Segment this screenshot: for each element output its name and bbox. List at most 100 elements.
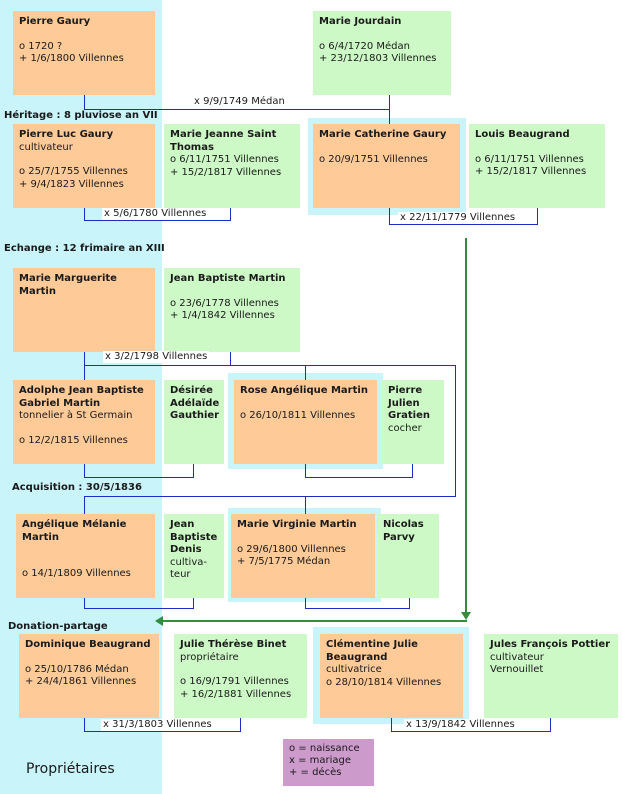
marriage-label: x 31/3/1803 Villennes xyxy=(101,719,214,731)
person-pierre-gaury: Pierre Gaury o 1720 ? + 1/6/1800 Villenn… xyxy=(13,11,155,95)
person-name: Marie Virginie Martin xyxy=(237,519,357,530)
person-name: Pierre Gaury xyxy=(19,16,91,27)
death-info: + 15/2/1817 Villennes xyxy=(170,166,282,178)
person-name: Marie Jeanne Saint Thomas xyxy=(170,129,277,153)
descent-line xyxy=(455,365,456,497)
person-name: Clémentine Julie Beaugrand xyxy=(326,639,418,663)
legend-death: + = décès xyxy=(289,767,342,778)
person-name: Jean Baptiste Denis xyxy=(170,519,218,555)
marriage-line xyxy=(84,608,194,609)
marriage-line xyxy=(412,464,413,478)
residence: Vernouillet xyxy=(490,664,544,675)
person-clementine-beaugrand: Clémentine Julie Beaugrand cultivatrice … xyxy=(320,634,463,718)
birth-info: o 25/10/1786 Médan xyxy=(25,663,129,675)
person-angelique-melanie: Angélique Mélanie Martin o 14/1/1809 Vil… xyxy=(16,514,155,598)
legend-birth: o = naissance xyxy=(289,743,360,754)
occupation: cultivateur xyxy=(19,141,73,153)
section-acquisition: Acquisition : 30/5/1836 xyxy=(12,482,142,493)
person-name: Julie Thérèse Binet xyxy=(180,639,287,650)
person-name: Dominique Beaugrand xyxy=(25,639,151,650)
person-desiree: Désirée Adélaïde Gauthier xyxy=(164,380,224,464)
death-info: + 24/4/1861 Villennes xyxy=(25,676,137,687)
descent-line xyxy=(389,109,390,124)
descent-line xyxy=(305,496,306,514)
marriage-line xyxy=(389,224,538,225)
person-marie-catherine-gaury: Marie Catherine Gaury o 20/9/1751 Villen… xyxy=(313,124,460,208)
death-info: + 23/12/1803 Villennes xyxy=(319,53,437,64)
person-marie-jourdain: Marie Jourdain o 6/4/1720 Médan + 23/12/… xyxy=(313,11,451,95)
marriage-line xyxy=(193,598,194,609)
marriage-label: x 5/6/1780 Villennes xyxy=(102,208,209,220)
person-name: Jean Baptiste Martin xyxy=(170,273,286,284)
birth-info: o 14/1/1809 Villennes xyxy=(22,568,131,579)
occupation: propriétaire xyxy=(180,651,239,663)
marriage-line xyxy=(305,598,306,609)
marriage-line xyxy=(305,464,306,478)
marriage-line xyxy=(389,208,390,225)
marriage-line xyxy=(240,718,241,732)
marriage-line xyxy=(84,477,194,478)
marriage-line xyxy=(391,718,392,732)
person-jean-baptiste-martin: Jean Baptiste Martin o 23/6/1778 Villenn… xyxy=(164,268,300,352)
marriage-line xyxy=(305,477,413,478)
person-pierre-luc-gaury: Pierre Luc Gaury cultivateur o 25/7/1755… xyxy=(13,124,155,208)
person-jean-baptiste-denis: Jean Baptiste Denis cultiva-teur xyxy=(164,514,224,598)
marriage-line xyxy=(550,718,551,732)
marriage-line xyxy=(230,208,231,221)
person-name: Marie Catherine Gaury xyxy=(319,129,447,140)
death-info: + 15/2/1817 Villennes xyxy=(475,166,587,177)
marriage-line xyxy=(84,208,85,221)
legend-marriage: x = mariage xyxy=(289,755,352,766)
descent-line xyxy=(84,496,456,497)
occupation: cultivatrice xyxy=(326,664,382,675)
marriage-line xyxy=(84,95,85,110)
birth-info: o 6/4/1720 Médan xyxy=(319,40,410,52)
person-nicolas-parvy: Nicolas Parvy xyxy=(377,514,439,598)
person-jules-francois-pottier: Jules François Pottier cultivateur Verno… xyxy=(484,634,618,718)
legend: o = naissance x = mariage + = décès xyxy=(283,739,374,786)
marriage-label: x 22/11/1779 Villennes xyxy=(398,212,518,224)
birth-info: o 23/6/1778 Villennes xyxy=(170,297,279,309)
marriage-label: x 3/2/1798 Villennes xyxy=(103,351,210,363)
death-info: + 7/5/1775 Médan xyxy=(237,556,331,567)
person-name: Adolphe Jean Baptiste Gabriel Martin xyxy=(19,385,144,409)
marriage-line xyxy=(84,352,85,366)
marriage-line xyxy=(84,731,241,732)
person-marie-marguerite: Marie Marguerite Martin xyxy=(13,268,155,352)
section-echange: Echange : 12 frimaire an XIII xyxy=(4,243,165,254)
transfer-line xyxy=(465,238,467,614)
person-name: Rose Angélique Martin xyxy=(240,385,368,396)
owners-band-label: Propriétaires xyxy=(26,761,115,777)
marriage-label: x 9/9/1749 Médan xyxy=(192,96,287,108)
marriage-line xyxy=(84,718,85,732)
birth-info: o 1720 ? xyxy=(19,40,63,52)
marriage-line xyxy=(193,464,194,478)
marriage-line xyxy=(391,731,551,732)
person-name: Marie Marguerite Martin xyxy=(19,273,117,297)
person-name: Pierre Luc Gaury xyxy=(19,129,114,140)
person-pierre-julien: Pierre Julien Gratien cocher xyxy=(382,380,444,464)
death-info: + 16/2/1881 Villennes xyxy=(180,688,292,700)
marriage-line xyxy=(84,598,85,609)
transfer-line xyxy=(162,620,467,622)
person-marie-virginie: Marie Virginie Martin o 29/6/1800 Villen… xyxy=(231,514,375,598)
death-info: + 1/4/1842 Villennes xyxy=(170,310,275,321)
birth-info: o 6/11/1751 Villennes xyxy=(170,154,279,165)
person-name: Louis Beaugrand xyxy=(475,129,570,140)
person-name: Marie Jourdain xyxy=(319,16,402,27)
person-name: Nicolas Parvy xyxy=(383,519,424,543)
person-adolphe: Adolphe Jean Baptiste Gabriel Martin ton… xyxy=(13,380,155,464)
birth-info: o 12/2/1815 Villennes xyxy=(19,434,128,446)
arrow-left-icon xyxy=(155,616,163,626)
person-dominique-beaugrand: Dominique Beaugrand o 25/10/1786 Médan +… xyxy=(19,634,159,718)
birth-info: o 6/11/1751 Villennes xyxy=(475,153,584,165)
section-heritage: Héritage : 8 pluviose an VII xyxy=(4,110,158,121)
descent-line xyxy=(84,365,85,380)
marriage-line xyxy=(305,608,410,609)
descent-line xyxy=(84,496,85,514)
occupation: cocher xyxy=(388,422,422,434)
marriage-line xyxy=(84,464,85,478)
birth-info: o 25/7/1755 Villennes xyxy=(19,166,128,177)
birth-info: o 28/10/1814 Villennes xyxy=(326,676,442,688)
birth-info: o 26/10/1811 Villennes xyxy=(240,409,356,421)
